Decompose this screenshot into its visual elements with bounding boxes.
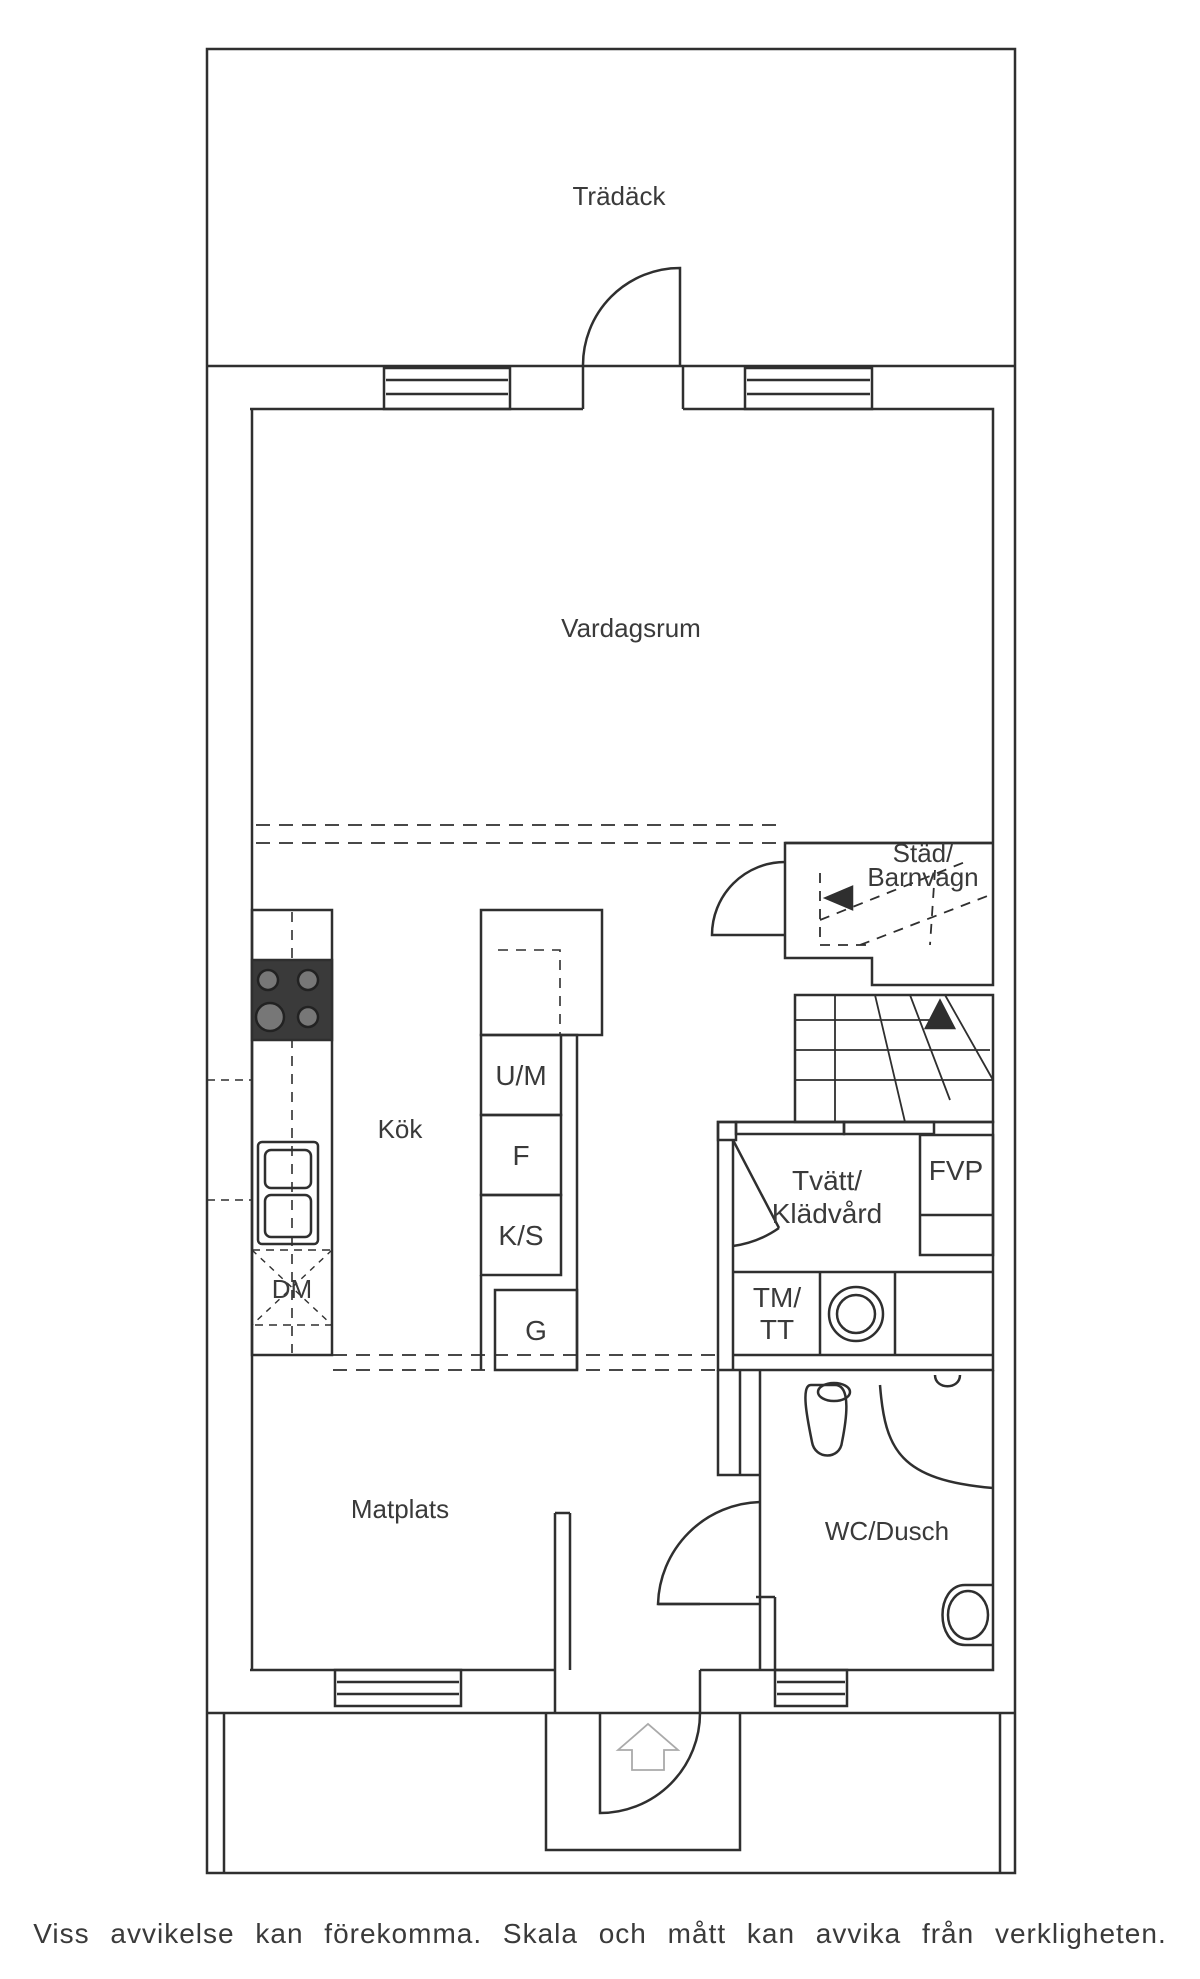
label-ks: K/S xyxy=(498,1220,543,1251)
window-top-right xyxy=(743,366,874,411)
label-um: U/M xyxy=(495,1060,546,1091)
label-tradack: Trädäck xyxy=(573,181,667,211)
laundry-door xyxy=(731,1139,781,1248)
label-wc-dusch: WC/Dusch xyxy=(825,1516,949,1546)
floor-plan: Trädäck Vardagsrum Städ/ Barnvagn Kök Ma… xyxy=(205,47,1017,1875)
label-tvatt-1: Tvätt/ xyxy=(792,1165,862,1196)
label-g: G xyxy=(525,1315,547,1346)
stove-burner xyxy=(256,968,280,992)
entrance-door xyxy=(598,1712,702,1815)
window-top-left xyxy=(382,366,512,411)
wash-basin xyxy=(941,1583,993,1647)
label-fvp: FVP xyxy=(929,1155,983,1186)
label-tvatt-2: Klädvård xyxy=(772,1198,883,1229)
entrance-porch xyxy=(544,1713,742,1852)
laundry-sink xyxy=(827,1285,885,1343)
bathroom-door xyxy=(656,1500,761,1606)
bathroom-wall xyxy=(716,1370,762,1597)
stove-burner xyxy=(296,1005,320,1029)
storage-door xyxy=(710,860,786,937)
dishwasher xyxy=(251,1249,333,1326)
label-dm: DM xyxy=(272,1274,312,1304)
site-boundary xyxy=(205,47,1017,1875)
label-stad-1: Städ/ xyxy=(893,838,954,868)
sink xyxy=(256,1140,320,1246)
label-tm: TM/ xyxy=(753,1282,801,1313)
stair-arrow-up xyxy=(923,998,957,1030)
window-bottom-left xyxy=(333,1668,463,1708)
label-matplats: Matplats xyxy=(351,1494,449,1524)
stair-dashed xyxy=(819,859,991,946)
entrance-arrow-icon xyxy=(615,1722,681,1771)
counter-left xyxy=(250,908,334,1357)
hall-wall xyxy=(553,1511,572,1670)
toilet xyxy=(804,1383,848,1457)
terrace-door xyxy=(581,266,682,367)
label-kok: Kök xyxy=(378,1114,424,1144)
storage-closet xyxy=(783,822,995,987)
house-wall-outline xyxy=(250,409,995,1672)
fixture-g xyxy=(493,1288,579,1372)
label-vardagsrum: Vardagsrum xyxy=(561,613,701,643)
island-top xyxy=(479,908,604,1037)
fvp-unit xyxy=(918,1133,995,1257)
stair-arrow-left xyxy=(822,885,854,911)
label-tt: TT xyxy=(760,1314,794,1345)
disclaimer-text: Viss avvikelse kan förekomma. Skala och … xyxy=(33,1918,1167,1949)
fixture-ks xyxy=(479,1193,563,1277)
dashed-dividers xyxy=(256,824,785,1371)
label-f: F xyxy=(512,1140,529,1171)
stove-burner xyxy=(254,1001,286,1033)
window-bottom-right xyxy=(773,1668,849,1708)
label-stad-2: Barnvagn xyxy=(867,862,978,892)
stair-steps xyxy=(795,994,994,1123)
shower-curtain xyxy=(878,1384,994,1490)
stair-lower xyxy=(793,993,995,1124)
stove-burner xyxy=(296,968,320,992)
shower-head xyxy=(933,1374,962,1388)
